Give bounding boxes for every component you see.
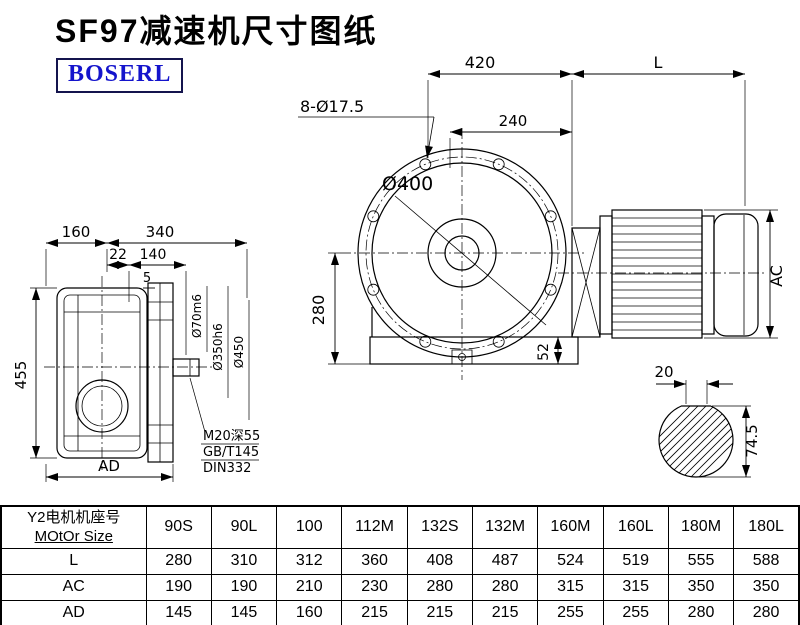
motor-size-header-cell: Y2电机机座号 MOtOr Size bbox=[0, 505, 147, 549]
value-cell: 315 bbox=[537, 573, 604, 601]
boserl-logo-text: BOSERL bbox=[68, 61, 172, 87]
dim-label-5: 5 bbox=[143, 271, 151, 286]
col-header-180M: 180M bbox=[667, 505, 735, 549]
value-cell: 160 bbox=[276, 599, 343, 625]
shaft-section-view: 20 74.5 bbox=[654, 363, 761, 478]
value-cell: 145 bbox=[210, 599, 278, 625]
table-header-row: Y2电机机座号 MOtOr Size 90S 90L 100 112M 132S… bbox=[0, 505, 800, 549]
dia-label-flange: Ø450 bbox=[232, 336, 246, 368]
value-cell: 210 bbox=[276, 573, 343, 601]
value-cell: 280 bbox=[406, 573, 473, 601]
dim-label-74-5: 74.5 bbox=[743, 424, 761, 457]
dia-label-spigot: Ø350h6 bbox=[211, 323, 225, 371]
value-cell: 190 bbox=[145, 573, 212, 601]
motor-size-table: Y2电机机座号 MOtOr Size 90S 90L 100 112M 132S… bbox=[0, 505, 800, 625]
value-cell: 215 bbox=[341, 599, 408, 625]
dim-label-280: 280 bbox=[309, 295, 328, 326]
dim-label-160: 160 bbox=[62, 223, 91, 241]
value-cell: 280 bbox=[145, 547, 212, 575]
value-cell: 255 bbox=[602, 599, 669, 625]
dia-label-shaft: Ø70m6 bbox=[190, 294, 204, 338]
col-header-132S: 132S bbox=[406, 505, 473, 549]
value-cell: 487 bbox=[471, 547, 539, 575]
value-cell: 524 bbox=[537, 547, 604, 575]
dim-label-AD: AD bbox=[98, 457, 120, 475]
technical-drawing: 160 340 22 140 5 455 AD bbox=[12, 53, 786, 482]
value-cell: 230 bbox=[341, 573, 408, 601]
value-cell: 350 bbox=[667, 573, 735, 601]
col-header-160L: 160L bbox=[602, 505, 669, 549]
value-cell: 190 bbox=[210, 573, 278, 601]
dim-label-420: 420 bbox=[465, 53, 496, 72]
dim-label-455: 455 bbox=[12, 361, 30, 390]
note-tapped-hole: M20深55 bbox=[203, 429, 260, 444]
dim-label-22: 22 bbox=[109, 247, 127, 263]
value-cell: 360 bbox=[341, 547, 408, 575]
table-row-AD: AD 145 145 160 215 215 215 255 255 280 2… bbox=[0, 599, 800, 625]
bolt-callout-label: 8-Ø17.5 bbox=[300, 97, 364, 116]
col-header-112M: 112M bbox=[341, 505, 408, 549]
col-header-160M: 160M bbox=[537, 505, 604, 549]
value-cell: 350 bbox=[733, 573, 800, 601]
note-standard-gb: GB/T145 bbox=[203, 445, 259, 460]
col-header-180L: 180L bbox=[733, 505, 800, 549]
value-cell: 255 bbox=[537, 599, 604, 625]
dim-label-20: 20 bbox=[654, 363, 673, 381]
front-view: Ø400 280 52 420 L 240 8-Ø17.5 bbox=[298, 53, 746, 380]
value-cell: 408 bbox=[406, 547, 473, 575]
boserl-logo: BOSERL bbox=[56, 58, 184, 93]
value-cell: 145 bbox=[145, 599, 212, 625]
row-label-AD: AD bbox=[0, 599, 147, 625]
motor-view: AC bbox=[558, 209, 786, 339]
value-cell: 555 bbox=[667, 547, 735, 575]
dim-label-L: L bbox=[654, 53, 663, 72]
value-cell: 280 bbox=[733, 599, 800, 625]
value-cell: 215 bbox=[471, 599, 539, 625]
value-cell: 280 bbox=[471, 573, 539, 601]
dim-label-340: 340 bbox=[146, 223, 175, 241]
col-header-132M: 132M bbox=[471, 505, 539, 549]
dim-label-52: 52 bbox=[536, 343, 552, 361]
dia-label-400: Ø400 bbox=[382, 173, 433, 195]
value-cell: 315 bbox=[602, 573, 669, 601]
value-cell: 312 bbox=[276, 547, 343, 575]
col-header-90L: 90L bbox=[210, 505, 278, 549]
dim-label-140: 140 bbox=[140, 247, 167, 263]
dim-label-AC: AC bbox=[767, 265, 786, 287]
value-cell: 519 bbox=[602, 547, 669, 575]
value-cell: 280 bbox=[667, 599, 735, 625]
row-label-L: L bbox=[0, 547, 147, 575]
side-view: 160 340 22 140 5 455 AD bbox=[12, 223, 260, 482]
row-label-AC: AC bbox=[0, 573, 147, 601]
dim-label-240: 240 bbox=[499, 112, 528, 130]
table-row-AC: AC 190 190 210 230 280 280 315 315 350 3… bbox=[0, 573, 800, 601]
value-cell: 588 bbox=[733, 547, 800, 575]
motor-fins bbox=[612, 217, 702, 331]
note-standard-din: DIN332 bbox=[203, 461, 251, 476]
table-row-L: L 280 310 312 360 408 487 524 519 555 58… bbox=[0, 547, 800, 575]
value-cell: 310 bbox=[210, 547, 278, 575]
header-cn-label: Y2电机机座号 bbox=[27, 509, 121, 527]
col-header-90S: 90S bbox=[145, 505, 212, 549]
header-en-label: MOtOr Size bbox=[34, 528, 113, 546]
page-title: SF97减速机尺寸图纸 bbox=[55, 13, 378, 49]
col-header-100: 100 bbox=[276, 505, 343, 549]
value-cell: 215 bbox=[406, 599, 473, 625]
